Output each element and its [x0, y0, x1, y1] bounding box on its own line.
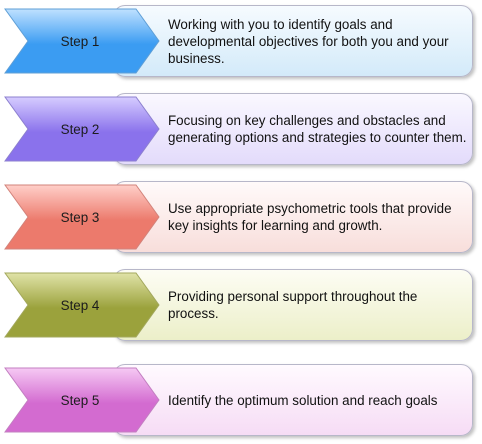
step-label: Step 2	[60, 121, 100, 137]
step-chevron-arrow	[4, 367, 160, 433]
step-row: Identify the optimum solution and reach …	[0, 361, 482, 439]
step-description: Working with you to identify goals and d…	[168, 5, 468, 77]
chevron-shape	[4, 367, 160, 433]
chevron-shape	[4, 8, 160, 74]
step-description: Use appropriate psychometric tools that …	[168, 181, 468, 253]
step-description: Providing personal support throughout th…	[168, 269, 468, 341]
step-description-text: Use appropriate psychometric tools that …	[168, 201, 452, 233]
step-chevron-arrow	[4, 272, 160, 338]
step-description: Identify the optimum solution and reach …	[168, 364, 468, 436]
chevron-shape	[4, 184, 160, 250]
step-row: Working with you to identify goals and d…	[0, 2, 482, 80]
step-chevron-arrow	[4, 184, 160, 250]
step-description-box	[113, 181, 473, 253]
step-description-box	[113, 93, 473, 165]
step-chevron-arrow	[4, 96, 160, 162]
step-label: Step 4	[60, 297, 100, 313]
step-row: Use appropriate psychometric tools that …	[0, 178, 482, 256]
step-description: Focusing on key challenges and obstacles…	[168, 93, 468, 165]
step-description-box	[113, 364, 473, 436]
step-description-text: Identify the optimum solution and reach …	[168, 392, 438, 408]
step-label: Step 3	[60, 209, 100, 225]
step-row: Providing personal support throughout th…	[0, 266, 482, 344]
step-description-box	[113, 269, 473, 341]
step-row: Focusing on key challenges and obstacles…	[0, 90, 482, 168]
step-label: Step 5	[60, 392, 100, 408]
step-chevron-arrow	[4, 8, 160, 74]
chevron-shape	[4, 96, 160, 162]
step-label: Step 1	[60, 33, 100, 49]
step-description-text: Providing personal support throughout th…	[168, 289, 418, 321]
step-description-text: Working with you to identify goals and d…	[168, 16, 449, 66]
chevron-shape	[4, 272, 160, 338]
step-description-text: Focusing on key challenges and obstacles…	[168, 113, 467, 145]
step-description-box	[113, 5, 473, 77]
